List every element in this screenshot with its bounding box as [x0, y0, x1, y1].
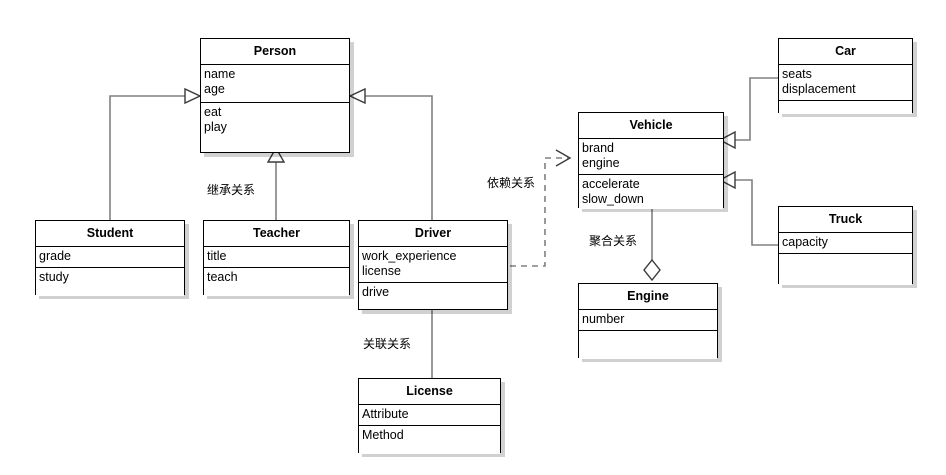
class-operations-person: eat play — [201, 101, 349, 152]
attribute-item: seats — [782, 66, 812, 81]
attribute-item: license — [362, 263, 401, 278]
class-attributes-engine: number — [579, 309, 717, 330]
class-name-person: Person — [201, 39, 349, 65]
class-box-driver[interactable]: Driver work_experience license drive — [358, 220, 508, 310]
class-operations-car — [779, 99, 912, 114]
edge-student-to-person — [109, 95, 200, 220]
class-attributes-student: grade — [36, 246, 184, 267]
class-attributes-vehicle: brand engine — [579, 138, 723, 174]
operation-item: play — [204, 119, 227, 134]
operation-item: eat — [204, 104, 222, 119]
class-attributes-driver: work_experience license — [359, 246, 507, 282]
attribute-item: number — [582, 311, 625, 326]
operation-item: Method — [362, 427, 404, 442]
class-box-engine[interactable]: Engine number — [578, 283, 718, 359]
operation-item: study — [39, 269, 69, 284]
edge-truck-to-vehicle — [734, 179, 778, 246]
class-attributes-car: seats displacement — [779, 64, 912, 100]
edge-driver-to-person — [350, 95, 433, 220]
class-name-car: Car — [779, 39, 912, 65]
class-operations-student: study — [36, 266, 184, 296]
class-box-car[interactable]: Car seats displacement — [778, 38, 913, 114]
class-box-person[interactable]: Person name age eat play — [200, 38, 350, 153]
class-operations-license: Method — [359, 424, 500, 454]
class-operations-teacher: teach — [204, 266, 349, 296]
generalization-head-student — [184, 87, 202, 105]
class-name-vehicle: Vehicle — [579, 113, 723, 139]
class-box-truck[interactable]: Truck capacity — [778, 206, 913, 285]
class-attributes-teacher: title — [204, 246, 349, 267]
class-name-engine: Engine — [579, 284, 717, 310]
edge-car-to-vehicle — [734, 77, 778, 141]
class-name-student: Student — [36, 221, 184, 247]
relationship-label-aggregation: 聚合关系 — [589, 234, 638, 248]
operation-item: accelerate — [582, 176, 640, 191]
attribute-item: name — [204, 66, 236, 81]
dependency-arrow-head — [555, 149, 572, 167]
attribute-item: title — [207, 248, 227, 263]
class-attributes-person: name age — [201, 64, 349, 102]
class-name-truck: Truck — [779, 207, 912, 233]
class-box-license[interactable]: License Attribute Method — [358, 378, 501, 454]
class-operations-driver: drive — [359, 281, 507, 308]
attribute-item: brand — [582, 140, 614, 155]
attribute-item: engine — [582, 155, 620, 170]
operation-item: slow_down — [582, 191, 644, 206]
class-attributes-truck: capacity — [779, 232, 912, 253]
attribute-item: capacity — [782, 234, 828, 249]
relationship-label-association: 关联关系 — [363, 337, 412, 351]
aggregation-diamond — [643, 258, 661, 282]
class-operations-vehicle: accelerate slow_down — [579, 173, 723, 209]
class-name-license: License — [359, 379, 500, 405]
attribute-item: age — [204, 81, 225, 96]
class-operations-truck — [779, 252, 912, 285]
attribute-item: work_experience — [362, 248, 457, 263]
generalization-head-driver — [348, 87, 366, 105]
class-box-vehicle[interactable]: Vehicle brand engine accelerate slow_dow… — [578, 112, 724, 209]
operation-item: drive — [362, 284, 390, 299]
attribute-item: displacement — [782, 81, 856, 96]
relationship-label-dependency: 依赖关系 — [487, 176, 536, 190]
edge-driver-to-vehicle — [510, 157, 568, 267]
class-name-teacher: Teacher — [204, 221, 349, 247]
relationship-label-inheritance: 继承关系 — [207, 183, 256, 197]
class-attributes-license: Attribute — [359, 404, 500, 425]
class-operations-engine — [579, 329, 717, 359]
operation-item: teach — [207, 269, 238, 284]
class-name-driver: Driver — [359, 221, 507, 247]
class-box-student[interactable]: Student grade study — [35, 220, 185, 296]
class-box-teacher[interactable]: Teacher title teach — [203, 220, 350, 296]
attribute-item: Attribute — [362, 406, 409, 421]
attribute-item: grade — [39, 248, 71, 263]
